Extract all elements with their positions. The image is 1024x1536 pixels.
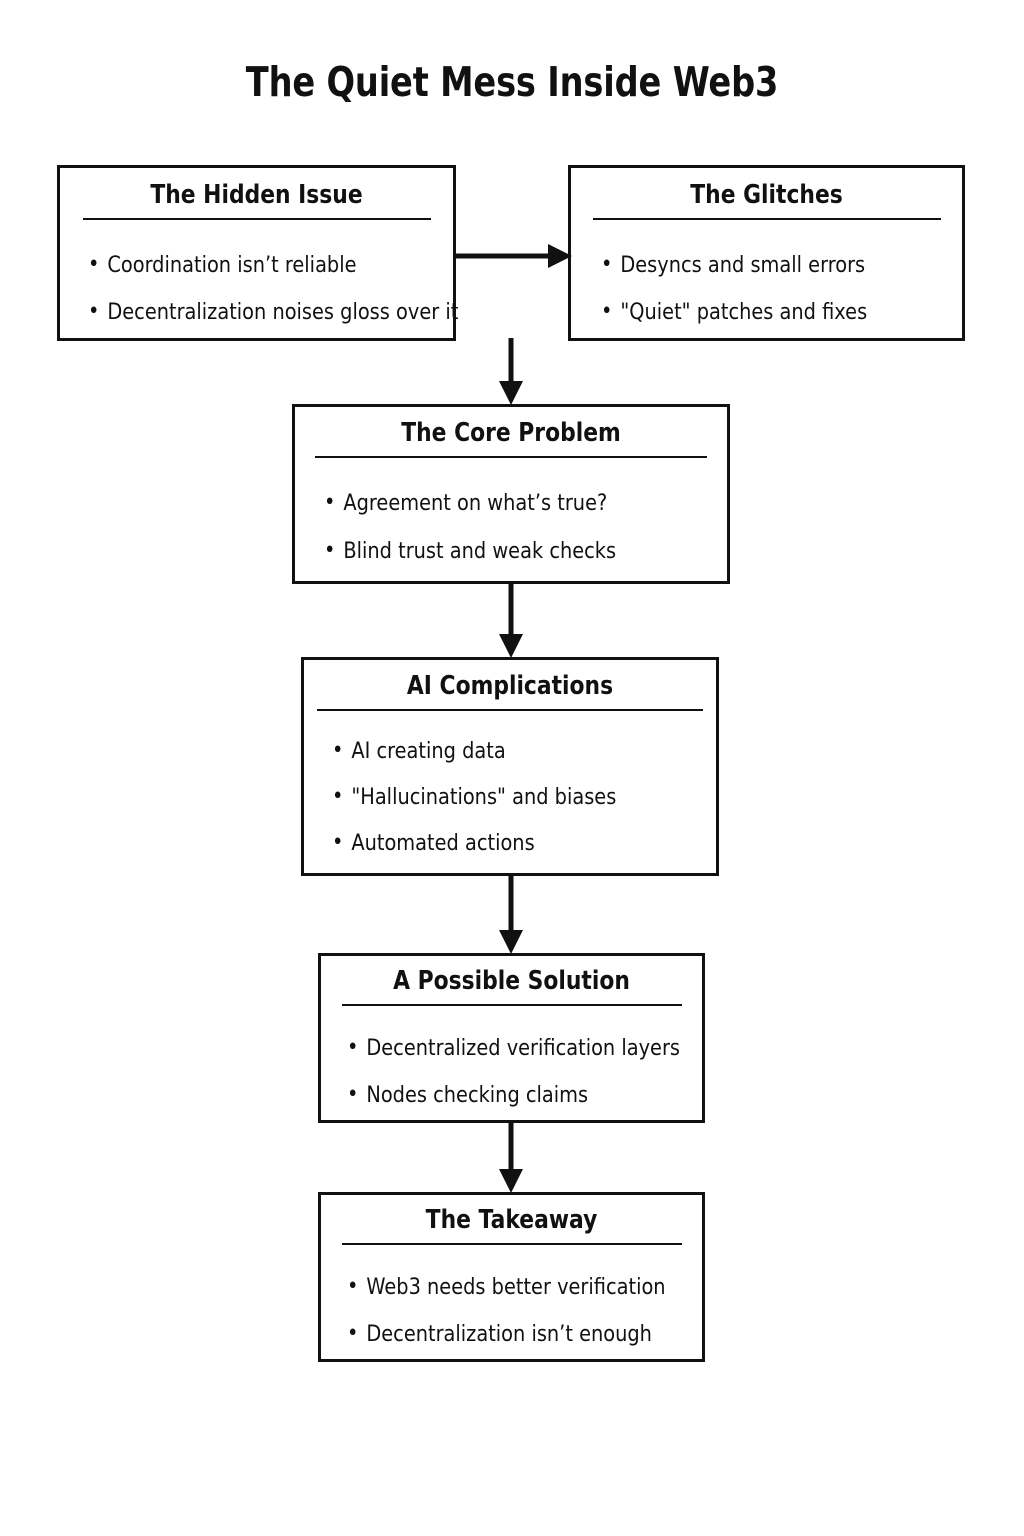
bullet-item: Decentralization isn’t enough bbox=[347, 1310, 659, 1358]
node-possible-solution[interactable]: A Possible Solution Decentralized verifi… bbox=[318, 953, 705, 1123]
arrow-down-icon bbox=[491, 337, 531, 407]
node-divider bbox=[341, 1243, 682, 1246]
node-title: The Core Problem bbox=[401, 418, 621, 448]
bullet-item: Coordination isn’t reliable bbox=[88, 241, 409, 289]
bullet-item: Nodes checking claims bbox=[347, 1071, 659, 1119]
node-bullet-list: Coordination isn’t reliable Decentraliza… bbox=[88, 241, 458, 336]
node-title: The Hidden Issue bbox=[150, 180, 363, 210]
node-bullet-list: Web3 needs better verification Decentral… bbox=[347, 1263, 702, 1358]
bullet-item: Decentralization noises gloss over it bbox=[88, 288, 458, 336]
node-divider bbox=[315, 456, 707, 459]
bullet-item: Automated actions bbox=[332, 820, 670, 867]
arrow-right-icon bbox=[452, 236, 576, 276]
bullet-item: Desyncs and small errors bbox=[601, 241, 919, 289]
node-ai-complications[interactable]: AI Complications AI creating data "Hallu… bbox=[301, 657, 719, 876]
bullet-item: Decentralized verification layers bbox=[347, 1024, 680, 1072]
node-title: The Glitches bbox=[690, 180, 843, 210]
bullet-item: Web3 needs better verification bbox=[347, 1263, 666, 1311]
bullet-item: AI creating data bbox=[332, 728, 670, 775]
node-divider bbox=[341, 1004, 682, 1007]
bullet-item: "Hallucinations" and biases bbox=[332, 774, 670, 821]
arrow-down-icon bbox=[491, 1120, 531, 1195]
arrow-down-icon bbox=[491, 873, 531, 956]
node-title: A Possible Solution bbox=[393, 966, 630, 996]
node-title: AI Complications bbox=[406, 671, 614, 701]
node-takeaway[interactable]: The Takeaway Web3 needs better verificat… bbox=[318, 1192, 705, 1362]
bullet-item: Agreement on what’s true? bbox=[324, 479, 679, 528]
page-title: The Quiet Mess Inside Web3 bbox=[245, 58, 779, 106]
node-title: The Takeaway bbox=[425, 1205, 598, 1235]
bullet-item: "Quiet" patches and fixes bbox=[601, 288, 919, 336]
node-glitches[interactable]: The Glitches Desyncs and small errors "Q… bbox=[568, 165, 965, 341]
node-divider bbox=[82, 218, 431, 221]
node-bullet-list: Desyncs and small errors "Quiet" patches… bbox=[601, 241, 962, 336]
node-bullet-list: Agreement on what’s true? Blind trust an… bbox=[324, 479, 727, 576]
node-hidden-issue[interactable]: The Hidden Issue Coordination isn’t reli… bbox=[57, 165, 458, 341]
node-divider bbox=[592, 218, 941, 221]
arrow-down-icon bbox=[491, 581, 531, 660]
node-bullet-list: Decentralized verification layers Nodes … bbox=[347, 1024, 702, 1119]
node-core-problem[interactable]: The Core Problem Agreement on what’s tru… bbox=[292, 404, 730, 584]
node-divider bbox=[317, 709, 703, 712]
node-bullet-list: AI creating data "Hallucinations" and bi… bbox=[332, 728, 716, 867]
bullet-item: Blind trust and weak checks bbox=[324, 527, 679, 576]
